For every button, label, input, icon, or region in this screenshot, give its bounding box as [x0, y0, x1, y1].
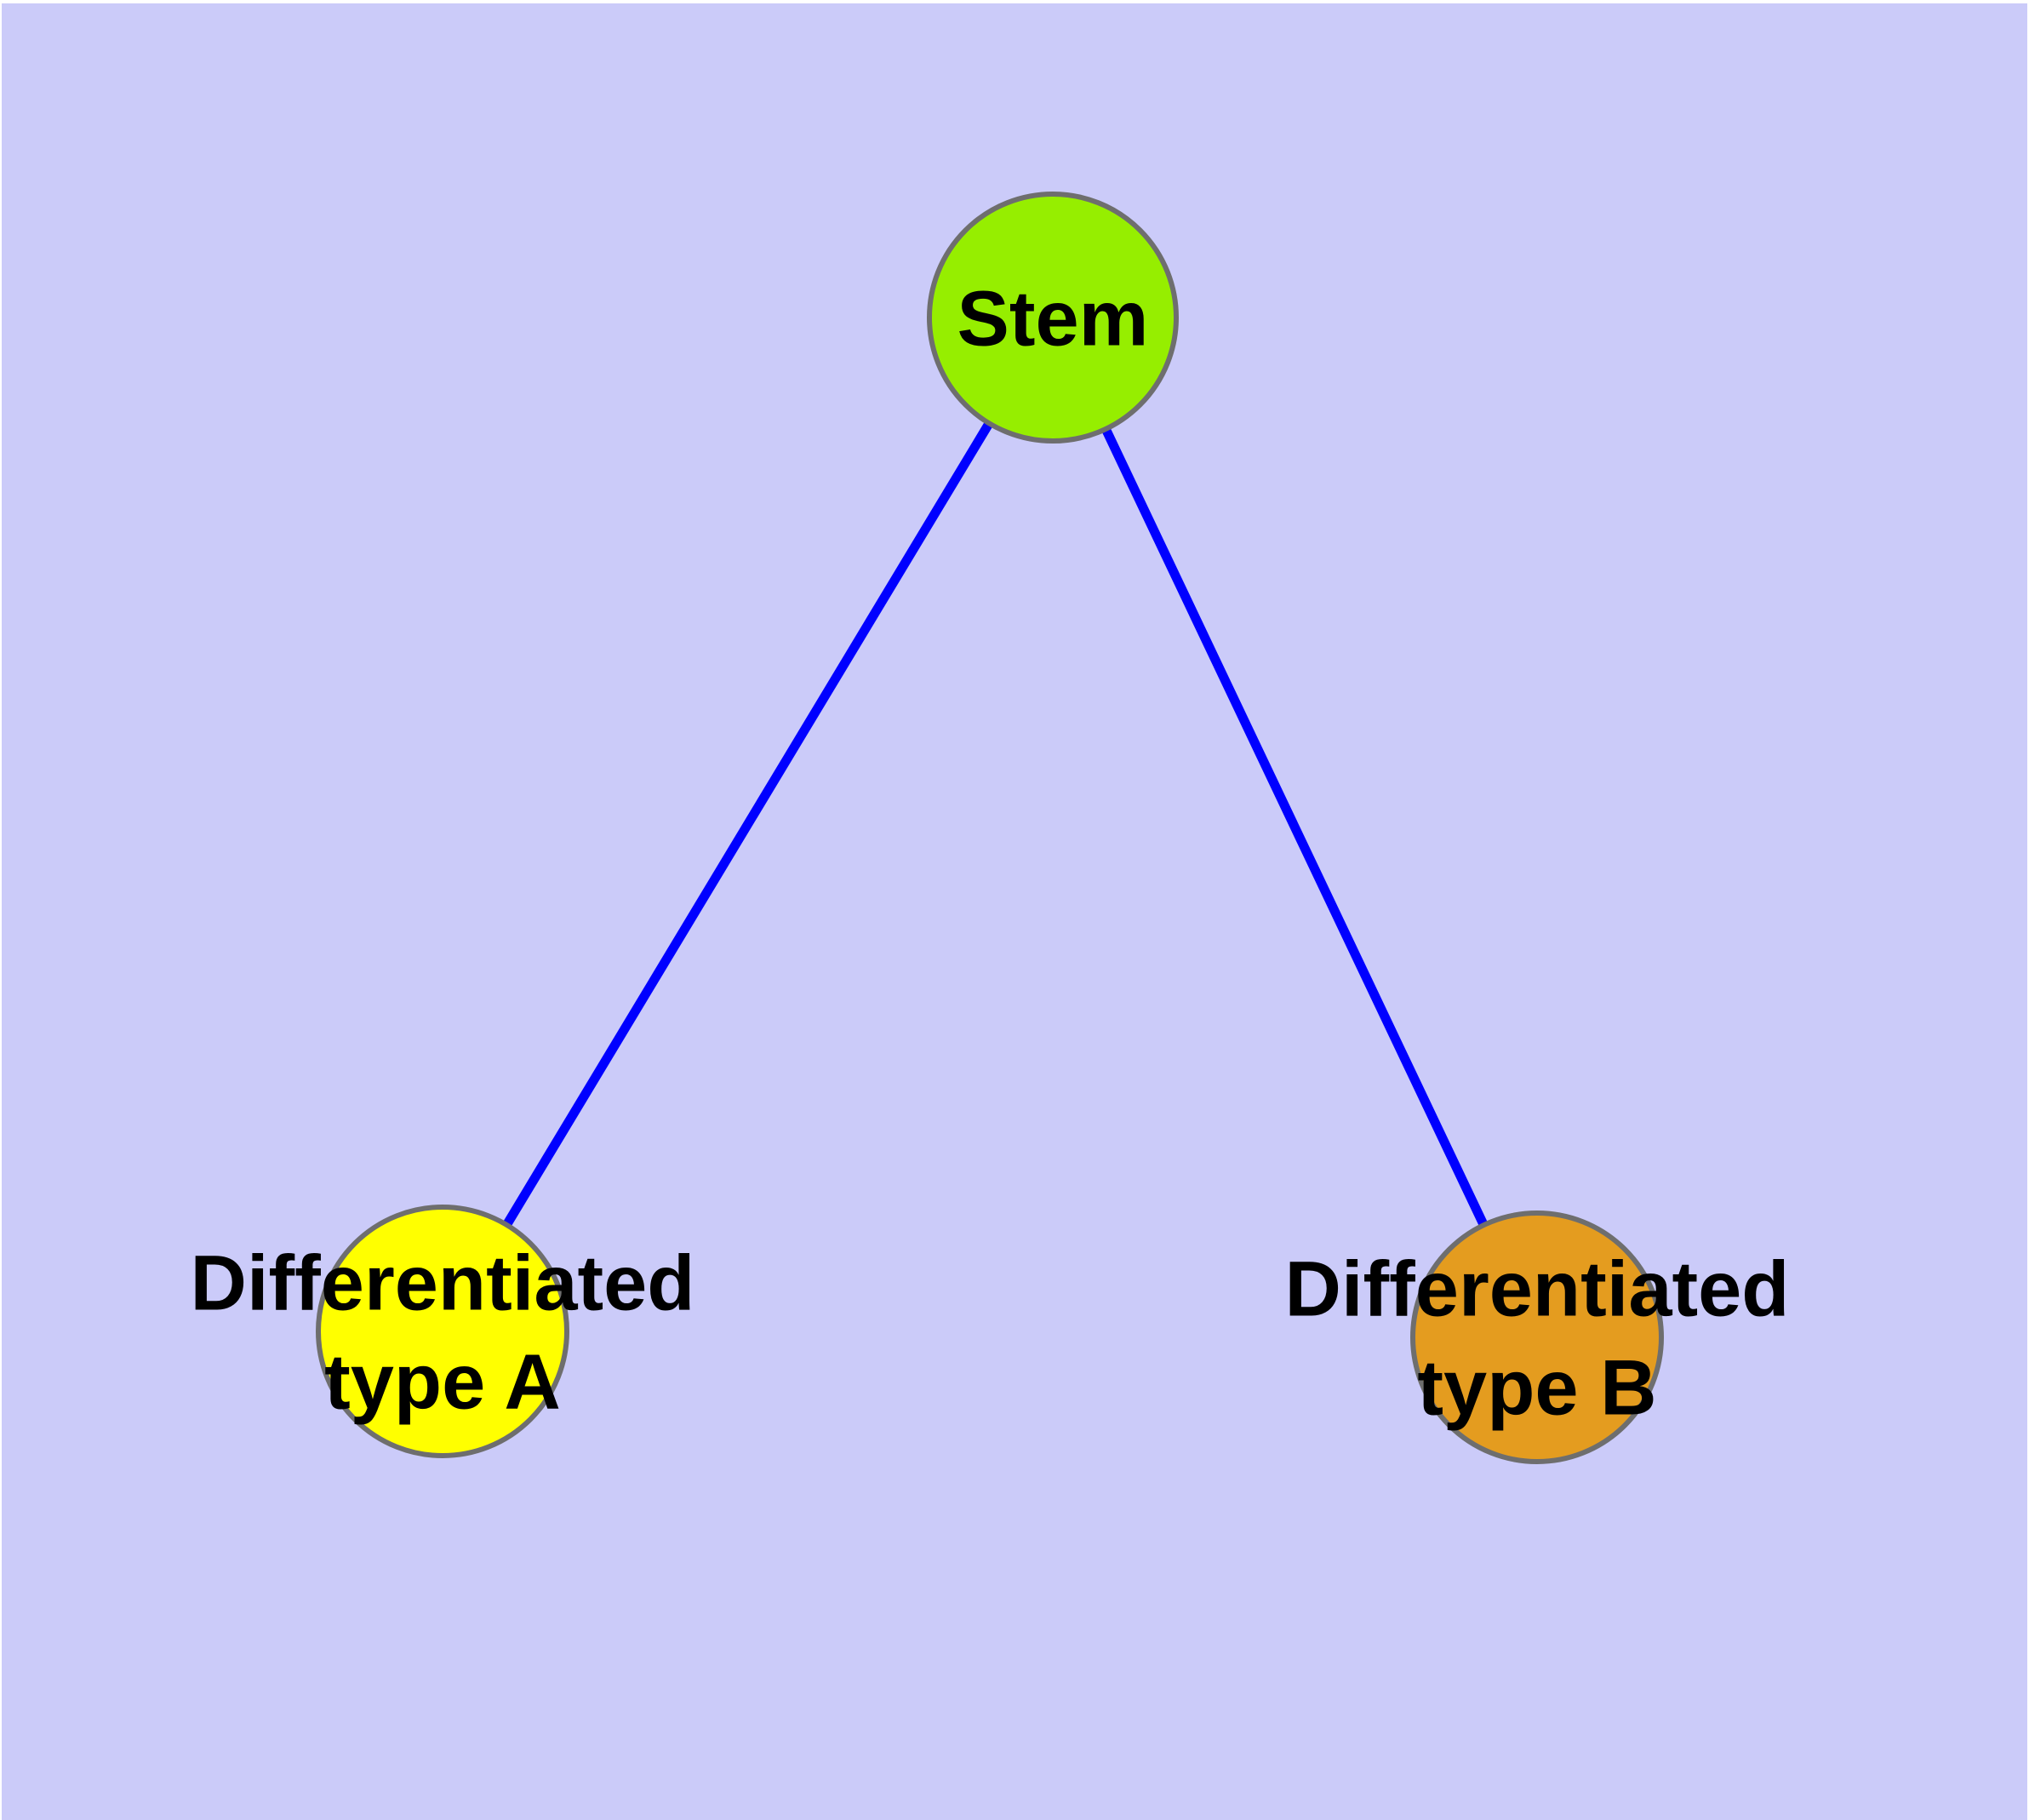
node-label-typeA: Differentiated type A	[191, 1240, 695, 1426]
edges-layer	[438, 315, 1541, 1340]
node-stem	[927, 192, 1179, 444]
node-label-line: Differentiated	[191, 1240, 695, 1327]
node-label-stem: Stem	[957, 276, 1149, 363]
node-label-typeB: Differentiated type B	[1285, 1246, 1790, 1432]
node-typeB	[1410, 1210, 1664, 1464]
node-typeA	[316, 1205, 569, 1458]
edge-stem-typeB	[1049, 315, 1541, 1340]
edge-stem-typeA	[438, 315, 1057, 1334]
nodes-layer	[316, 192, 1664, 1464]
node-label-line: type B	[1417, 1345, 1656, 1432]
node-label-line: Differentiated	[1285, 1246, 1790, 1333]
node-label-line: Stem	[957, 276, 1149, 363]
node-label-line: type A	[324, 1339, 561, 1426]
